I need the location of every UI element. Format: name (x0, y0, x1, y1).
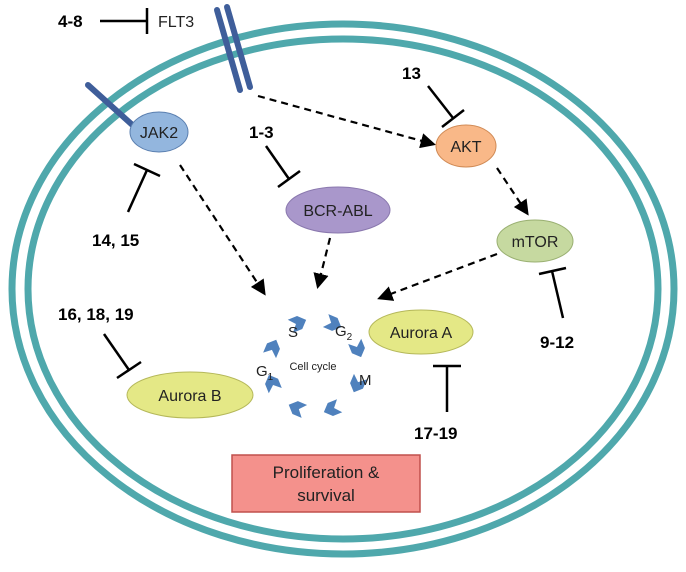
inner-cell-membrane (24, 35, 662, 543)
aurora-b-label: Aurora B (158, 388, 221, 405)
inhibitor-jak2-tbar (126, 162, 161, 213)
cell-cycle-chevron (263, 339, 280, 359)
mtor-node: mTOR (496, 219, 574, 263)
flt3-receptor (214, 4, 253, 93)
cell-cycle (263, 314, 367, 418)
jak2-label: JAK2 (140, 125, 178, 142)
arrow-jak2-to-cell-cycle (179, 164, 266, 296)
jak2-node: JAK2 (129, 111, 189, 153)
inhibitor-akt-tbar (427, 85, 465, 128)
outer-cell-membrane (8, 20, 678, 558)
arrow-bcr-abl-to-cell-cycle (313, 237, 332, 289)
inhibitor-akt-label: 13 (402, 64, 421, 83)
akt-label: AKT (450, 139, 481, 156)
phase-g1-label: G1 (256, 363, 274, 383)
inhibitor-jak2-label: 14, 15 (92, 231, 139, 250)
inhibitor-aurora-a-label: 17-19 (414, 424, 457, 443)
aurora-b-node: Aurora B (126, 371, 254, 419)
bcr-abl-label: BCR-ABL (303, 203, 372, 220)
mtor-label: mTOR (512, 234, 559, 251)
cell-cycle-chevron (350, 373, 367, 393)
akt-node: AKT (435, 124, 497, 168)
phase-m-label: M (359, 372, 372, 389)
inhibitor-bcr-abl-label: 1-3 (249, 123, 274, 142)
cell-cycle-chevron (265, 374, 282, 394)
arrow-akt-to-mtor (496, 167, 529, 216)
inhibitor-mtor-tbar (538, 266, 567, 319)
cell-cycle-chevron (322, 314, 342, 331)
cell-cycle-chevron (323, 399, 343, 416)
aurora-a-node: Aurora A (368, 309, 474, 355)
inhibitor-aurora-b-label: 16, 18, 19 (58, 305, 134, 324)
inhibitor-bcr-abl-tbar (264, 145, 301, 189)
inhibitor-flt3-label: 4-8 (58, 12, 83, 31)
phase-s-label: S (288, 324, 298, 341)
inhibitor-aurora-b-tbar (102, 333, 142, 380)
inhibitor-mtor-label: 9-12 (540, 333, 574, 352)
cell-cycle-label: Cell cycle (289, 361, 336, 373)
jak2-receptor (85, 82, 141, 133)
inhibitor-flt3-tbar (100, 8, 149, 34)
cell-cycle-chevron (348, 338, 365, 358)
arrow-mtor-to-cell-cycle (377, 252, 498, 301)
arrow-flt3-to-akt (257, 94, 436, 149)
proliferation-survival-box: Proliferation & survival (231, 454, 421, 513)
inhibitor-aurora-a-tbar (433, 364, 461, 412)
bcr-abl-node: BCR-ABL (285, 186, 391, 234)
outcome-line-1: Proliferation & (273, 463, 380, 482)
phase-g2-label: G2 (335, 323, 353, 343)
flt3-label: FLT3 (158, 14, 194, 31)
aurora-a-label: Aurora A (390, 325, 453, 342)
outcome-line-2: survival (297, 486, 355, 505)
cell-cycle-chevron (288, 401, 308, 418)
cell-cycle-chevron (287, 316, 307, 333)
